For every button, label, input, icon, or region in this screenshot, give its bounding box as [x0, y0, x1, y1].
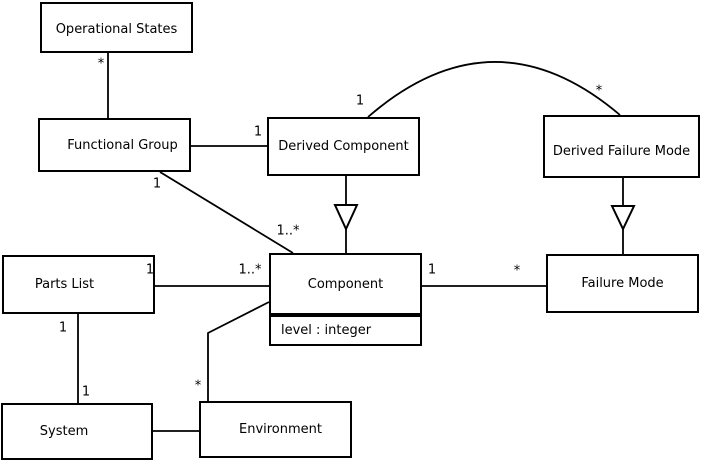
class-derived-component: Derived Component [267, 117, 420, 176]
class-environment: Environment [199, 401, 352, 458]
class-name: Parts List [4, 257, 153, 312]
class-component: Component level : integer [269, 253, 422, 346]
multiplicity-label: 1 [355, 93, 365, 109]
multiplicity-label: 1..* [276, 223, 300, 239]
multiplicity-label: 1 [58, 320, 68, 336]
class-parts-list: Parts List [2, 255, 155, 314]
multiplicity-label: 1 [427, 262, 437, 278]
association-derived-component-derived-failure-mode [367, 61, 621, 118]
class-failure-mode: Failure Mode [546, 254, 699, 313]
class-name-label: Operational States [55, 22, 178, 37]
class-name-label: Functional Group [67, 137, 178, 153]
multiplicity-label: * [595, 83, 603, 99]
class-name: Derived Failure Mode [545, 117, 698, 176]
class-name-label: Failure Mode [581, 276, 664, 291]
multiplicity-label: * [194, 378, 202, 394]
class-name: System [3, 405, 151, 458]
class-functional-group: Functional Group [38, 118, 191, 172]
multiplicity-label: 1 [145, 262, 155, 278]
generalization-triangle-icon [333, 204, 359, 232]
class-attribute-compartment: level : integer [271, 315, 420, 344]
association-environment-component [207, 301, 270, 401]
class-name: Operational States [42, 4, 191, 51]
multiplicity-label: * [513, 263, 521, 279]
class-name-label: Parts List [34, 277, 95, 292]
class-name: Functional Group [40, 120, 189, 170]
multiplicity-label: 1 [152, 176, 162, 192]
class-name: Component [271, 255, 420, 315]
multiplicity-label: 1 [81, 384, 91, 400]
association-functional-group-component [159, 171, 294, 254]
class-derived-failure-mode: Derived Failure Mode [543, 115, 700, 178]
class-system: System [1, 403, 153, 460]
class-operational-states: Operational States [40, 2, 193, 53]
class-name-label: Derived Failure Mode [552, 144, 691, 159]
class-name: Derived Component [269, 119, 418, 174]
class-name-label: Component [307, 276, 384, 292]
class-name: Environment [201, 403, 350, 456]
class-name-label: System [39, 424, 89, 439]
class-name-label: Environment [238, 422, 322, 437]
multiplicity-label: 1..* [238, 262, 262, 278]
multiplicity-label: * [97, 56, 105, 72]
generalization-triangle-icon [610, 205, 636, 232]
class-name-label: Derived Component [278, 139, 409, 154]
class-name: Failure Mode [548, 256, 697, 311]
multiplicity-label: 1 [253, 124, 263, 140]
class-attribute-label: level : integer [281, 323, 372, 338]
